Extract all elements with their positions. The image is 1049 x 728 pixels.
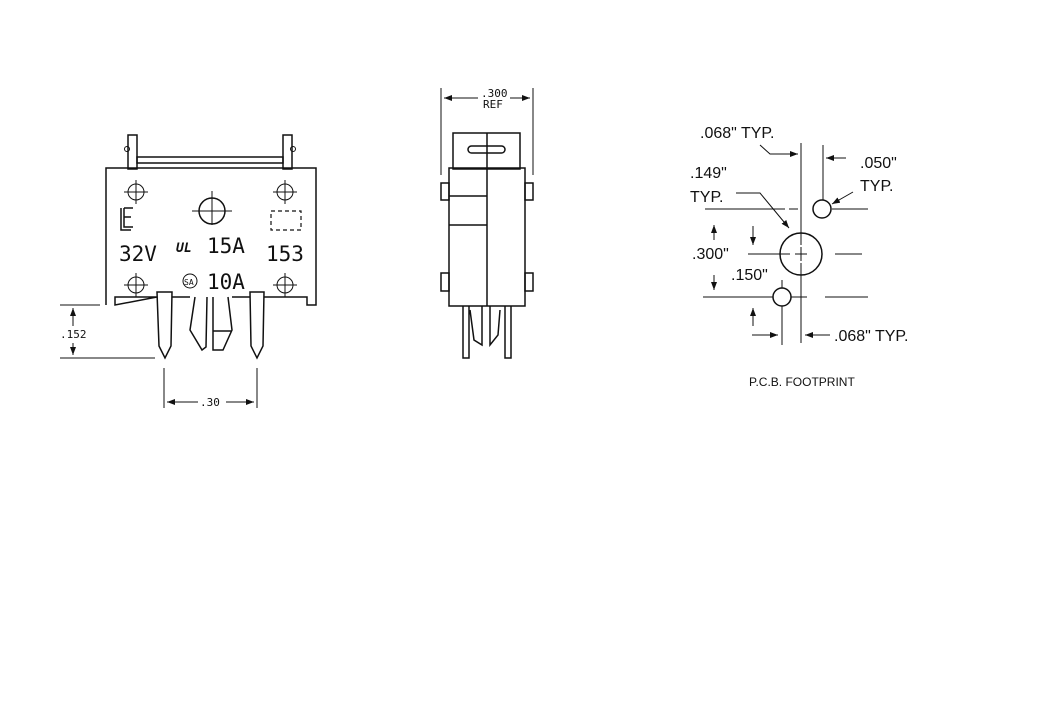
svg-text:.300: .300 — [481, 87, 508, 100]
label-050: .050" — [860, 155, 897, 172]
label-150: .150" — [731, 267, 768, 284]
dimension-pin-length: .152 — [60, 304, 155, 359]
terminal-pins — [156, 291, 265, 360]
label-050-typ: TYP. — [860, 178, 894, 195]
front-view: 32V UL 15A SA 10A 153 .152 .30 — [60, 134, 317, 409]
svg-text:UL: UL — [176, 241, 192, 256]
voltage-label: 32V — [119, 242, 157, 266]
svg-text:SA: SA — [184, 278, 194, 287]
date-code-box — [270, 210, 302, 231]
ul-logo: UL — [176, 241, 192, 256]
small-hole-upper — [812, 199, 832, 219]
part-number-label: 153 — [266, 242, 304, 266]
svg-text:.152: .152 — [60, 328, 87, 341]
footprint-caption: P.C.B. FOOTPRINT — [749, 375, 855, 389]
dimension-pin-spacing: .30 — [163, 368, 258, 409]
small-hole-lower — [772, 287, 792, 307]
mounting-hole-icon — [124, 180, 297, 297]
label-068-top: .068" TYP. — [700, 125, 774, 142]
dimension-width: .300 REF — [440, 87, 534, 175]
svg-text:.30: .30 — [200, 396, 220, 409]
side-view: .300 REF — [440, 87, 534, 359]
label-300: .300" — [692, 246, 729, 263]
top-bar — [136, 156, 284, 164]
fuse-body — [105, 167, 317, 306]
pcb-footprint: .068" TYP. .149" TYP. .050" TYP. .300" .… — [690, 125, 908, 389]
right-post — [282, 134, 293, 170]
csa-rating-label: 10A — [207, 270, 245, 294]
left-post — [127, 134, 138, 170]
csa-logo: SA — [182, 273, 198, 289]
littelfuse-logo — [120, 207, 133, 231]
ul-rating-label: 15A — [207, 234, 245, 258]
label-068-bottom: .068" TYP. — [834, 328, 908, 345]
label-149: .149" — [690, 165, 727, 182]
svg-text:REF: REF — [483, 98, 503, 111]
label-149-typ: TYP. — [690, 189, 724, 206]
